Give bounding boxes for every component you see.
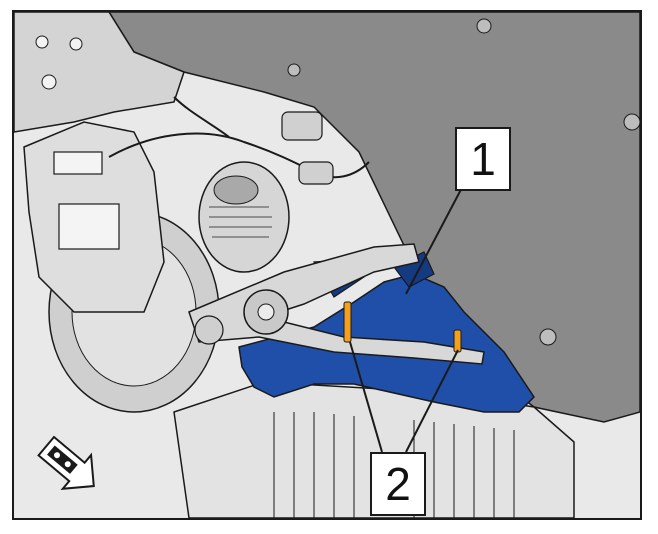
sensor-cable (108, 132, 370, 179)
marker-left (343, 301, 352, 343)
callout-label-1: 1 (455, 127, 511, 191)
callout-label-2: 2 (370, 452, 426, 516)
panel-bolts (287, 18, 640, 346)
forward-direction-arrow-icon (37, 435, 95, 490)
frame-holes (35, 35, 83, 90)
leader-line-1 (405, 179, 467, 295)
caliper-pad (58, 203, 120, 250)
suspension-illustration (14, 12, 640, 518)
shaft-ribs (209, 206, 272, 238)
leader-line-2a (349, 341, 383, 453)
marker-right (453, 329, 462, 353)
diagram-frame: 1 2 (12, 10, 642, 520)
upper-frame (14, 12, 185, 133)
leader-line-2b (405, 349, 459, 453)
